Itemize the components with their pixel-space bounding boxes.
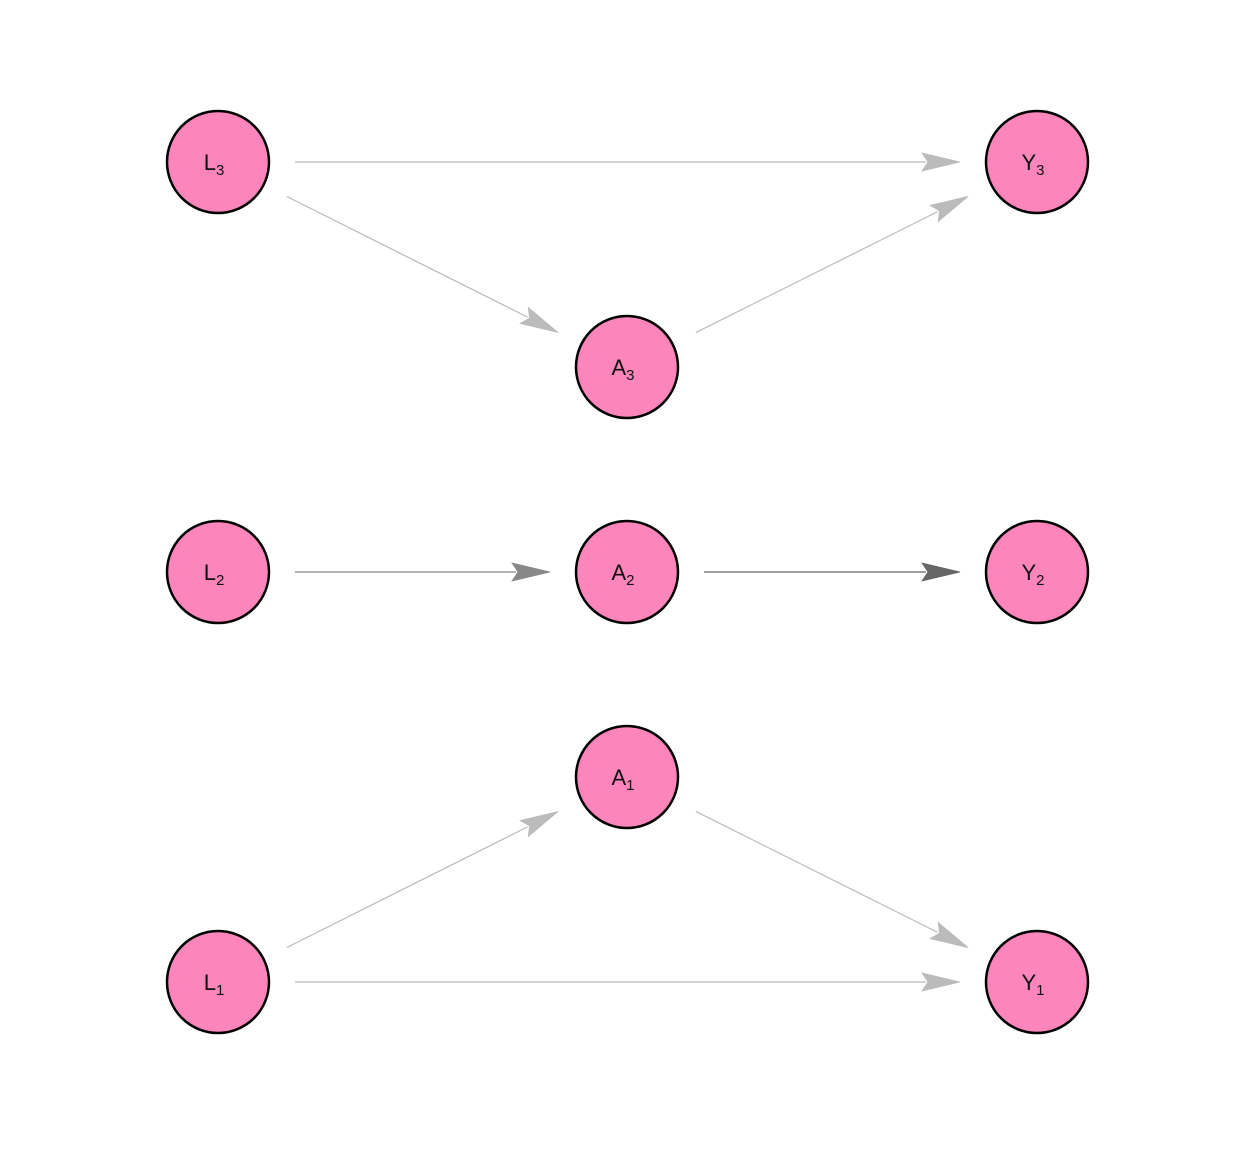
- edge-L2-A2: [295, 562, 551, 582]
- arrowhead: [921, 562, 961, 582]
- node-circle: [574, 724, 680, 830]
- edge-line: [286, 826, 529, 949]
- node-subscript: 2: [626, 572, 634, 589]
- node-label: L3: [204, 150, 225, 179]
- edge-A2-Y2: [704, 562, 961, 582]
- node-Y3: Y3: [984, 109, 1090, 215]
- node-circle: [984, 109, 1090, 215]
- arrowhead: [921, 972, 961, 992]
- node-subscript: 3: [1036, 162, 1044, 179]
- edge-line: [695, 211, 938, 334]
- node-label: Y1: [1021, 970, 1044, 999]
- node-letter: Y: [1021, 970, 1036, 995]
- node-circle: [574, 519, 680, 625]
- edge-L3-A3: [286, 195, 559, 333]
- node-circle: [984, 519, 1090, 625]
- node-subscript: 1: [216, 982, 224, 999]
- node-Y1: Y1: [984, 929, 1090, 1035]
- node-letter: A: [611, 560, 626, 585]
- edges-layer: [286, 152, 969, 992]
- node-subscript: 1: [626, 777, 634, 794]
- node-circle: [165, 519, 271, 625]
- node-label: Y2: [1021, 560, 1044, 589]
- node-L2: L2: [165, 519, 271, 625]
- node-A1: A1: [574, 724, 680, 830]
- arrowhead: [929, 196, 969, 223]
- edge-A1-Y1: [695, 810, 969, 948]
- node-letter: Y: [1021, 150, 1036, 175]
- node-subscript: 3: [216, 162, 224, 179]
- node-circle: [984, 929, 1090, 1035]
- node-label: A3: [611, 355, 634, 384]
- edge-L3-Y3: [295, 152, 961, 172]
- arrowhead: [929, 921, 969, 948]
- node-subscript: 3: [626, 367, 634, 384]
- edge-L1-A1: [286, 811, 559, 949]
- node-L3: L3: [165, 109, 271, 215]
- edge-line: [695, 810, 938, 933]
- node-A2: A2: [574, 519, 680, 625]
- node-circle: [165, 929, 271, 1035]
- node-letter: A: [611, 355, 626, 380]
- node-label: Y3: [1021, 150, 1044, 179]
- arrowhead: [921, 152, 961, 172]
- edge-line: [286, 195, 529, 318]
- node-label: L2: [204, 560, 225, 589]
- arrowhead: [519, 306, 559, 333]
- node-subscript: 2: [216, 572, 224, 589]
- node-letter: L: [204, 560, 216, 585]
- node-label: L1: [204, 970, 225, 999]
- node-circle: [574, 314, 680, 420]
- node-letter: Y: [1021, 560, 1036, 585]
- node-A3: A3: [574, 314, 680, 420]
- arrowhead: [519, 811, 559, 838]
- node-label: A2: [611, 560, 634, 589]
- node-letter: L: [204, 150, 216, 175]
- node-subscript: 1: [1036, 982, 1044, 999]
- edge-A3-Y3: [695, 196, 969, 334]
- node-Y2: Y2: [984, 519, 1090, 625]
- node-letter: A: [611, 765, 626, 790]
- arrowhead: [511, 562, 551, 582]
- node-subscript: 2: [1036, 572, 1044, 589]
- node-L1: L1: [165, 929, 271, 1035]
- node-circle: [165, 109, 271, 215]
- node-letter: L: [204, 970, 216, 995]
- edge-L1-Y1: [295, 972, 961, 992]
- node-label: A1: [611, 765, 634, 794]
